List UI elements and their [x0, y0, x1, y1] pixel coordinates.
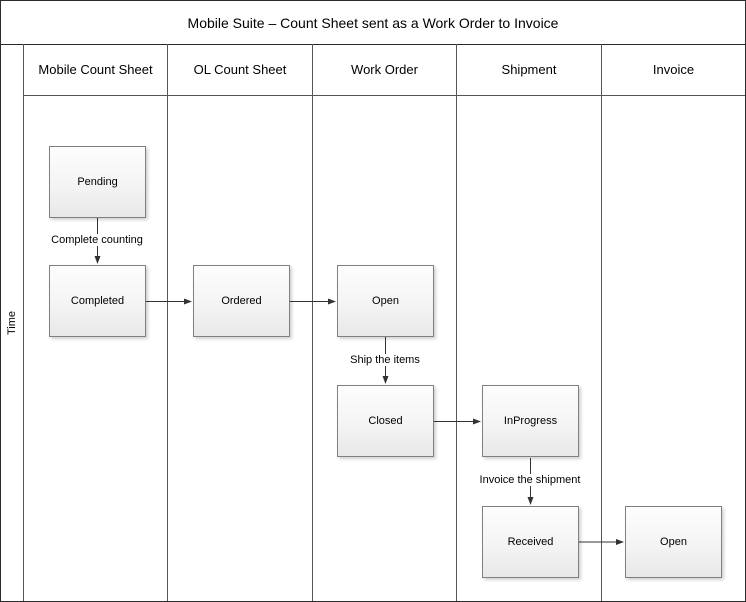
node-closed: Closed: [337, 385, 434, 457]
lane-mobile-count-sheet: Mobile Count Sheet: [24, 44, 168, 601]
lane-invoice: Invoice: [602, 44, 745, 601]
edge-label-complete-counting: Complete counting: [48, 234, 146, 246]
lane-header-label: Work Order: [351, 62, 418, 77]
diagram-title-bar: Mobile Suite – Count Sheet sent as a Wor…: [1, 1, 745, 45]
lane-ol-count-sheet: OL Count Sheet: [168, 44, 313, 601]
node-open-work-order: Open: [337, 265, 434, 337]
edge-label-ship-the-items: Ship the items: [347, 354, 423, 366]
lane-work-order: Work Order: [313, 44, 457, 601]
lane-header-mobile-count-sheet: Mobile Count Sheet: [24, 44, 167, 96]
edge-label-invoice-the-shipment: Invoice the shipment: [476, 474, 584, 486]
node-inprogress: InProgress: [482, 385, 579, 457]
node-pending: Pending: [49, 146, 146, 218]
diagram-title: Mobile Suite – Count Sheet sent as a Wor…: [187, 14, 559, 31]
time-axis-label: Time: [6, 310, 19, 335]
lane-header-shipment: Shipment: [457, 44, 601, 96]
node-open-invoice: Open: [625, 506, 722, 578]
lane-header-label: Shipment: [501, 62, 557, 77]
time-axis: Time: [1, 44, 24, 601]
node-received: Received: [482, 506, 579, 578]
lane-header-label: Mobile Count Sheet: [38, 62, 153, 77]
lane-header-label: Invoice: [652, 62, 695, 77]
lane-header-label: OL Count Sheet: [193, 62, 287, 77]
lane-header-invoice: Invoice: [602, 44, 745, 96]
lane-header-work-order: Work Order: [313, 44, 456, 96]
lane-header-ol-count-sheet: OL Count Sheet: [168, 44, 312, 96]
lane-shipment: Shipment: [457, 44, 602, 601]
node-ordered: Ordered: [193, 265, 290, 337]
node-completed: Completed: [49, 265, 146, 337]
